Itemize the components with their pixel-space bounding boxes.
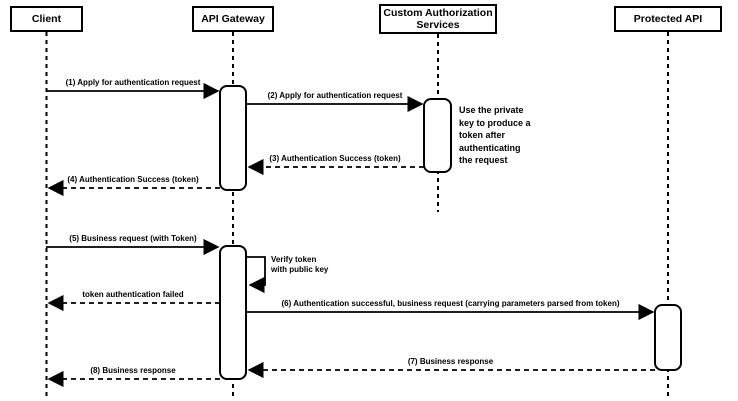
activation-api-gateway-auth: [219, 85, 247, 191]
participant-api-gateway-label: API Gateway: [201, 13, 265, 25]
activation-protected-api: [654, 304, 682, 371]
activation-custom-authorization-services: [423, 98, 452, 173]
participant-api-gateway: API Gateway: [192, 6, 274, 32]
participant-protected-api-label: Protected API: [633, 13, 703, 25]
participant-custom-authorization-services: Custom Authorization Services: [379, 4, 497, 34]
message-8-label: (8) Business response: [90, 366, 176, 375]
participant-custom-authorization-services-label: Custom Authorization Services: [383, 7, 493, 31]
arrow-self-verify-token: [246, 256, 266, 294]
note-private-key-token: Use the private key to produce a token a…: [459, 105, 531, 166]
message-6-label: (6) Authentication successful, business …: [281, 299, 620, 308]
message-5-label: (5) Business request (with Token): [69, 234, 197, 243]
activation-api-gateway-business: [219, 245, 247, 380]
message-3-label: (3) Authentication Success (token): [269, 154, 401, 163]
participant-protected-api: Protected API: [614, 6, 722, 32]
message-token-auth-failed-label: token authentication failed: [82, 290, 184, 299]
self-message-verify-token-label: Verify token with public key: [271, 255, 329, 274]
participant-client-label: Client: [31, 13, 62, 25]
message-4-label: (4) Authentication Success (token): [67, 175, 199, 184]
message-1-label: (1) Apply for authentication request: [65, 78, 201, 87]
message-7-label: (7) Business response: [407, 357, 494, 366]
message-2-label: (2) Apply for authentication request: [267, 91, 403, 100]
participant-client: Client: [10, 6, 83, 32]
